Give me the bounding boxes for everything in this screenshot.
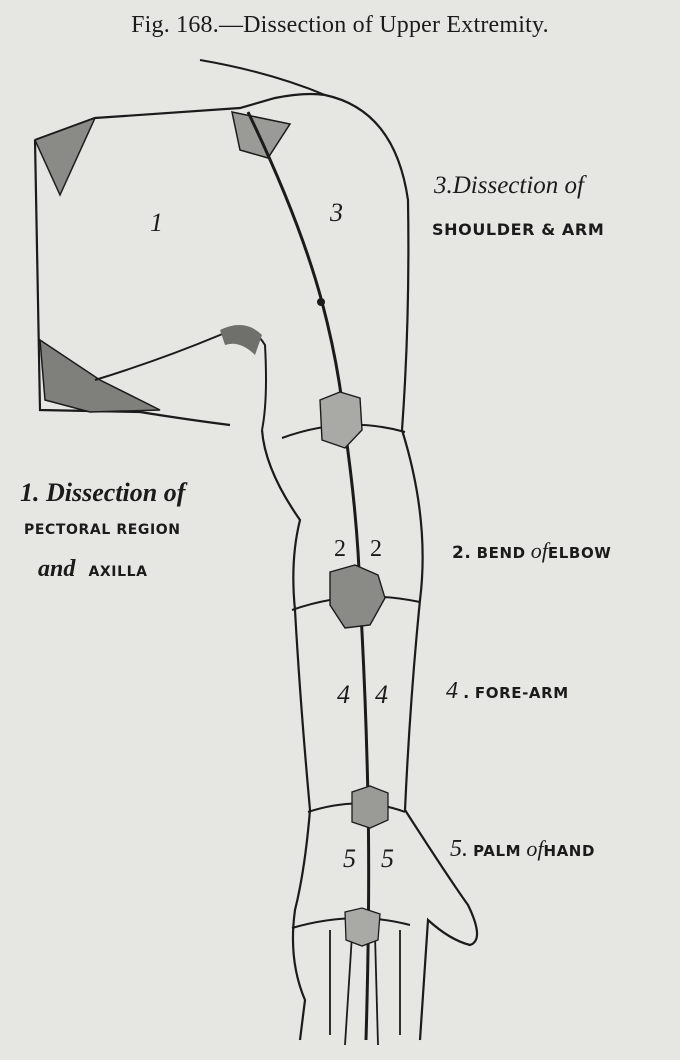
region-5-right-number: 5	[381, 844, 394, 874]
flap-wrist	[352, 786, 388, 828]
label-pectoral-italic: 1. Dissection of	[20, 478, 185, 508]
region-2-left-number: 2	[334, 536, 346, 563]
label-elbow-word: ELBOW	[548, 544, 612, 562]
axilla-shade	[220, 325, 262, 355]
region-4-left-number: 4	[337, 680, 350, 710]
label-bend-word: BEND	[477, 544, 526, 562]
label-shoulder-arm-italic: 3.Dissection of	[434, 172, 584, 200]
arm-inner-contour	[262, 430, 310, 1040]
label-forearm-dot: .	[463, 683, 470, 702]
label-bend-of: of	[531, 538, 548, 563]
label-axilla-word: AXILLA	[88, 564, 147, 580]
region-3-number: 3	[330, 198, 343, 228]
label-hand-word: HAND	[543, 842, 595, 860]
region-2-right-number: 2	[370, 536, 382, 563]
region-1-number: 1	[150, 208, 163, 238]
pectoral-upper-corner-flap	[35, 118, 95, 195]
label-palm-hand: 5. PALM ofHAND	[450, 836, 595, 863]
label-bend-num: 2.	[452, 543, 472, 563]
axilla-lower-flap	[40, 340, 160, 412]
flap-palm	[345, 908, 380, 946]
flap-elbow	[330, 565, 385, 628]
shoulder-corner-flap	[232, 112, 290, 158]
label-bend-elbow: 2. BEND ofELBOW	[452, 538, 611, 564]
label-pectoral-and-line: and AXILLA	[38, 556, 148, 583]
label-forearm: 4 . FORE-ARM	[446, 678, 569, 705]
label-palm-of: of	[526, 836, 543, 861]
label-palm-num: 5.	[450, 836, 468, 862]
label-and-word: and	[38, 556, 75, 582]
label-shoulder-arm-caps: SHOULDER & ARM	[432, 220, 604, 239]
label-forearm-num: 4	[446, 678, 458, 704]
incision-node	[317, 298, 325, 306]
label-pectoral-caps: PECTORAL REGION	[24, 522, 181, 538]
region-5-left-number: 5	[343, 844, 356, 874]
neck-line	[200, 60, 325, 95]
label-palm-word: PALM	[473, 842, 521, 860]
label-forearm-text: FORE-ARM	[475, 684, 569, 702]
region-4-right-number: 4	[375, 680, 388, 710]
flap-above-elbow	[320, 392, 362, 448]
